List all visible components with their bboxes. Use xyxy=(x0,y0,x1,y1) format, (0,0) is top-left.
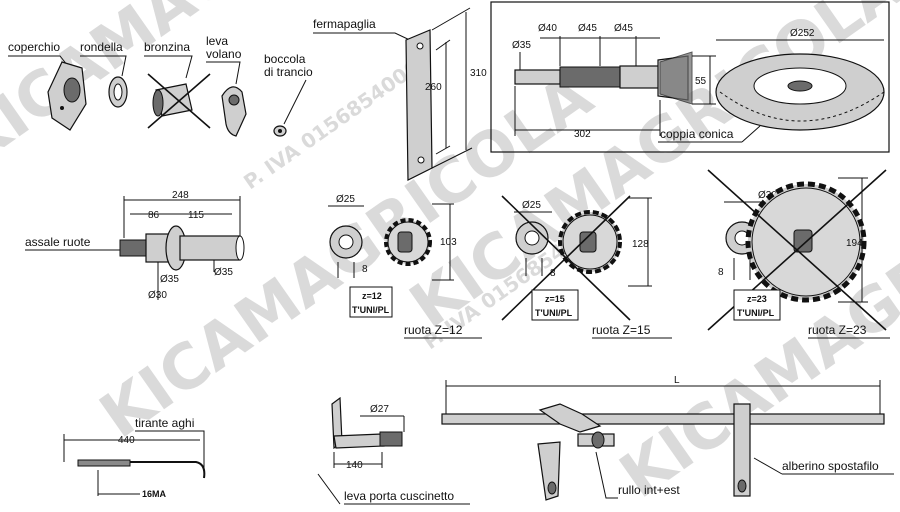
coperchio-label: coperchio xyxy=(8,40,60,54)
cc-d40: Ø40 xyxy=(538,23,557,34)
r15-128: 128 xyxy=(632,239,649,250)
alberino-part: L rullo int+est alberino spostafilo xyxy=(441,375,894,501)
bronzina-label: bronzina xyxy=(144,40,190,54)
r12-103: 103 xyxy=(440,237,457,248)
boccola-part: boccola di trancio xyxy=(264,52,313,137)
r15-8: 8 xyxy=(550,268,556,279)
coppia-conica-box: Ø35 Ø40 Ø45 Ø45 55 302 Ø252 coppia conic… xyxy=(490,1,890,153)
lp-140: 140 xyxy=(346,460,363,471)
cc-d45a: Ø45 xyxy=(578,23,597,34)
coppia-conica-label: coppia conica xyxy=(660,127,734,141)
r23-194: 194 xyxy=(846,238,863,249)
as-115: 115 xyxy=(188,210,204,221)
al-L: L xyxy=(674,375,680,386)
r23-8: 8 xyxy=(718,267,724,278)
assale-ruote-part: assale ruote 248 86 115 Ø35 Ø35 Ø30 xyxy=(25,190,245,301)
shaft-end xyxy=(514,69,561,85)
bronzina-part: bronzina xyxy=(144,40,211,129)
shaft-bar xyxy=(441,413,885,425)
ruota-15-part: Ø25 8 128 z=15 T'UNI/PL ruota Z=15 xyxy=(501,195,672,339)
cc-d252: Ø252 xyxy=(790,28,815,39)
rondella-part: rondella xyxy=(80,40,128,108)
lp-d27: Ø27 xyxy=(370,404,389,415)
tirante-aghi-part: tirante aghi 440 16MA xyxy=(63,416,206,499)
assale-ruote-label: assale ruote xyxy=(25,235,91,249)
sprocket-12 xyxy=(384,218,432,266)
as-248: 248 xyxy=(172,190,189,201)
rondella-label: rondella xyxy=(80,40,123,54)
r15-tag1: z=15 xyxy=(545,294,565,304)
cc-302: 302 xyxy=(574,129,591,140)
coperchio-part: coperchio xyxy=(8,40,87,131)
cc-d35: Ø35 xyxy=(512,40,531,51)
alberino-label: alberino spostafilo xyxy=(782,459,879,473)
leva-volano-label-1: leva xyxy=(206,34,228,48)
r23-tag1: z=23 xyxy=(747,294,767,304)
ta-440: 440 xyxy=(118,435,135,446)
ruota-12-part: Ø25 8 103 z=12 T'UNI/PL ruota Z=12 xyxy=(328,194,482,339)
ruota-12-label: ruota Z=12 xyxy=(404,323,463,337)
as-d35b: Ø35 xyxy=(214,267,233,278)
fermapaglia-label: fermapaglia xyxy=(313,17,376,31)
boccola-label-1: boccola xyxy=(264,52,306,66)
leva-porta-part: Ø27 140 leva porta cuscinetto xyxy=(317,396,470,505)
ruota-23-label: ruota Z=23 xyxy=(808,323,867,337)
rullo-label: rullo int+est xyxy=(618,483,680,497)
tirante-aghi-label: tirante aghi xyxy=(135,416,194,430)
as-86: 86 xyxy=(148,210,160,221)
ta-16ma: 16MA xyxy=(142,489,167,499)
ruota-23-part: Ø30 8 194 z=23 T'UNI/PL ruota Z=23 xyxy=(707,169,890,339)
as-d35a: Ø35 xyxy=(160,274,179,285)
r12-d25: Ø25 xyxy=(336,194,355,205)
fermapaglia-dim-260: 260 xyxy=(425,82,442,93)
r15-tag2: T'UNI/PL xyxy=(535,308,573,318)
leva-volano-label-2: volano xyxy=(206,47,242,61)
fermapaglia-dim-310: 310 xyxy=(470,68,487,79)
r15-d25: Ø25 xyxy=(522,200,541,211)
cc-55: 55 xyxy=(695,76,707,87)
fermapaglia-part: fermapaglia 310 260 xyxy=(313,7,487,181)
leva-volano-part: leva volano xyxy=(206,34,247,137)
cc-d45b: Ø45 xyxy=(614,23,633,34)
r12-8: 8 xyxy=(362,264,368,275)
r12-tag1: z=12 xyxy=(362,291,382,301)
ruota-15-label: ruota Z=15 xyxy=(592,323,651,337)
r12-tag2: T'UNI/PL xyxy=(352,305,390,315)
r23-tag2: T'UNI/PL xyxy=(737,308,775,318)
leva-porta-label: leva porta cuscinetto xyxy=(344,489,454,503)
boccola-label-2: di trancio xyxy=(264,65,313,79)
